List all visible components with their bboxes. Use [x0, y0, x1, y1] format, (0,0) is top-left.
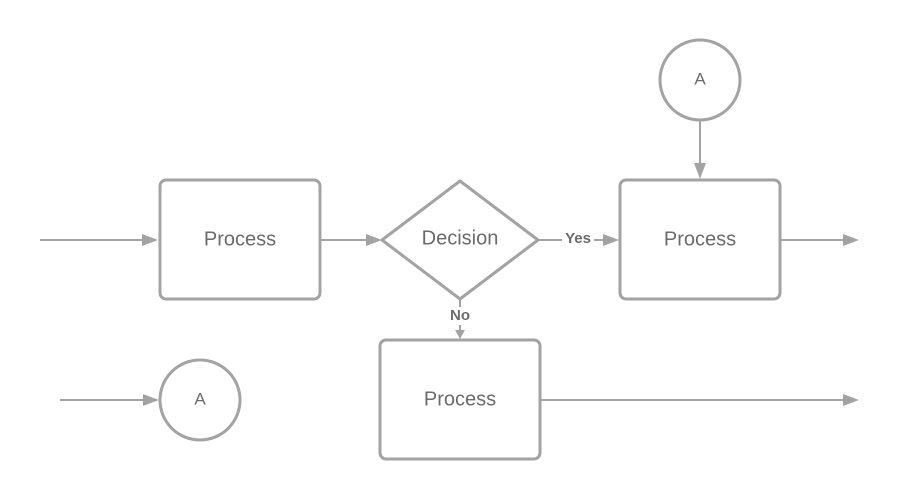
- connector-a-top-label: A: [694, 69, 706, 88]
- connector-a-bottom-label: A: [194, 389, 206, 408]
- arrowhead-connector-bottom: [143, 394, 159, 406]
- process-node-yes-label: Process: [664, 228, 736, 250]
- edge-labels: Yes No: [446, 230, 594, 325]
- process-node-1-label: Process: [204, 228, 276, 250]
- yes-label: Yes: [565, 230, 591, 247]
- decision-node-label: Decision: [422, 227, 499, 249]
- yes-label-background: [562, 230, 594, 248]
- connector-a-bottom[interactable]: A: [158, 358, 242, 442]
- arrowhead-decision: [366, 234, 382, 246]
- no-label-background: [446, 307, 474, 325]
- arrowhead-process-yes: [603, 234, 619, 246]
- arrowhead-exit-top: [843, 234, 859, 246]
- arrowhead-exit-bottom: [843, 394, 859, 406]
- arrowhead-process-no: [455, 330, 465, 339]
- flowchart-nodes: Process Decision Process Process A A: [158, 38, 782, 461]
- flowchart-edges: [40, 120, 859, 406]
- connector-a-top[interactable]: A: [658, 38, 742, 122]
- arrowhead-process-yes-top: [694, 163, 706, 179]
- process-node-no[interactable]: Process: [378, 338, 542, 461]
- process-node-1[interactable]: Process: [158, 178, 322, 301]
- process-node-no-label: Process: [424, 388, 496, 410]
- process-node-yes[interactable]: Process: [618, 178, 782, 301]
- decision-node[interactable]: Decision: [380, 179, 540, 301]
- no-label: No: [450, 307, 470, 324]
- arrowhead-process-1: [142, 234, 158, 246]
